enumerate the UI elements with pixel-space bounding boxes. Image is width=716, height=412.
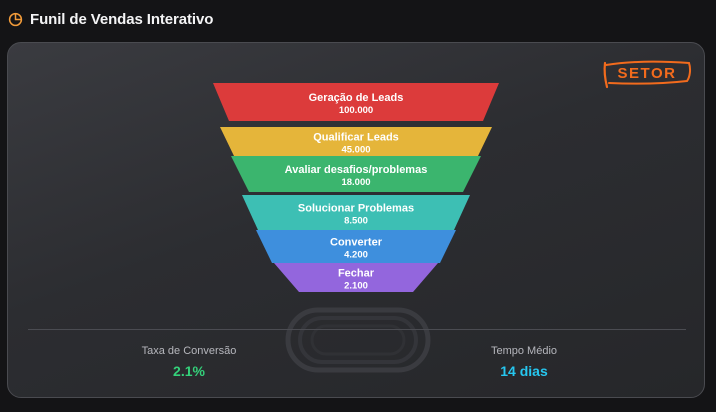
decorative-rings [285, 307, 431, 373]
funnel-stage-value: 4.200 [344, 250, 368, 261]
funnel-stage-label: Fechar [338, 268, 375, 280]
funnel-stage-fechar[interactable] [274, 263, 438, 292]
funnel-stage-label: Qualificar Leads [313, 132, 399, 144]
svg-text:SETOR: SETOR [618, 65, 677, 82]
funnel-stage-solucionar-problemas[interactable] [242, 195, 470, 230]
header: Funil de Vendas Interativo [8, 9, 213, 29]
funnel-stage-value: 8.500 [344, 216, 368, 227]
funnel-stage-avaliar-desafios-problemas[interactable] [231, 156, 481, 192]
funnel-stage-geracao-de-leads[interactable] [213, 83, 499, 121]
conversion-value: 2.1% [173, 363, 205, 379]
avg-time-label: Tempo Médio [490, 345, 558, 357]
setor-logo: SETOR [603, 60, 692, 89]
avg-time-value: 14 dias [500, 363, 548, 379]
funnel-stage-value: 18.000 [341, 177, 370, 188]
funnel-stage-value: 45.000 [341, 145, 370, 156]
avg-time-metric: Tempo Médio 14 dias [424, 345, 624, 379]
conversion-metric: Taxa de Conversão 2.1% [89, 345, 289, 379]
funnel-stage-label: Converter [330, 237, 383, 249]
funnel-stage-converter[interactable] [256, 230, 456, 263]
funnel-stage-value: 2.100 [344, 281, 368, 292]
pie-chart-icon [8, 12, 23, 26]
divider [28, 329, 686, 330]
page-title: Funil de Vendas Interativo [30, 10, 214, 28]
funnel-stage-label: Avaliar desafios/problemas [285, 164, 428, 176]
funnel-stage-label: Geração de Leads [309, 92, 404, 104]
funnel-stage-label: Solucionar Problemas [298, 203, 414, 215]
funnel-stage-value: 100.000 [339, 105, 373, 116]
conversion-label: Taxa de Conversão [141, 345, 237, 357]
funnel-stage-qualificar-leads[interactable] [220, 127, 492, 156]
